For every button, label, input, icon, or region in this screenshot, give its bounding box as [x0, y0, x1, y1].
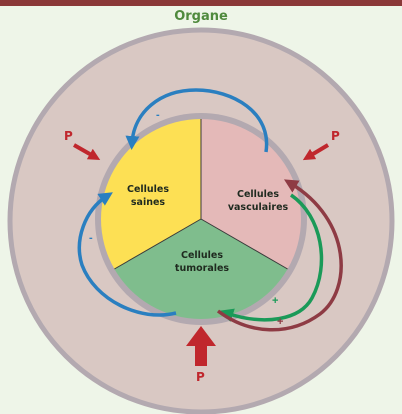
positive-feedback-arrow-red [216, 179, 343, 332]
negative-feedback-arrow-top [125, 88, 269, 153]
tumoral-cells-label: Cellules tumorales [174, 250, 230, 274]
vascular-cells-sector [201, 119, 301, 269]
pressure-arrow-right [302, 143, 330, 161]
pressure-label-right: P [331, 129, 340, 143]
pressure-arrow-bottom [186, 326, 216, 366]
tumoral-cells-sector [114, 219, 288, 319]
positive-feedback-arrow-green [219, 193, 324, 322]
healthy-cells-sector [101, 119, 201, 269]
organ-title: Organe [174, 9, 228, 24]
pressure-arrow-left [73, 143, 101, 160]
negative-sign-top: - [156, 109, 160, 121]
negative-feedback-arrow-left [77, 192, 177, 317]
divider-line [200, 218, 288, 270]
pressure-label-bottom: P [196, 370, 205, 384]
healthy-cells-label: Cellules saines [126, 184, 170, 208]
divider-line [114, 218, 202, 270]
vascular-cells-label: Cellules vasculaires [227, 189, 289, 213]
positive-sign-red: + [277, 316, 284, 328]
top-band [0, 0, 402, 6]
positive-sign-green: + [272, 295, 279, 307]
negative-sign-left: - [89, 232, 93, 244]
pressure-label-left: P [64, 129, 73, 143]
